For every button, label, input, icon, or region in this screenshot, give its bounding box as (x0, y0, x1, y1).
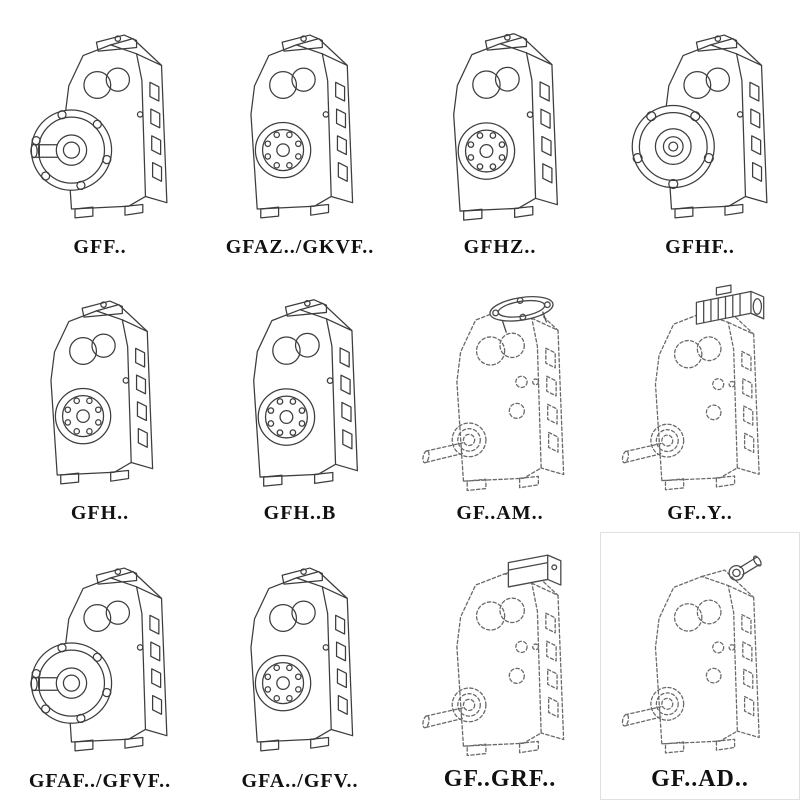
model-label: GFH.. (70, 502, 130, 524)
model-label: GFHZ.. (463, 236, 537, 258)
catalog-cell-gfhz: GFHZ.. (400, 0, 600, 266)
gearbox-dashed-input-shaft-drawing (600, 534, 800, 764)
gearbox-drawing-icon (50, 300, 154, 485)
gearbox-hollow-bore-drawing (200, 2, 400, 234)
catalog-cell-gfh: GFH.. (0, 266, 200, 532)
gearbox-flange-drawing (600, 2, 800, 234)
model-label: GF..GRF.. (443, 765, 557, 792)
catalog-cell-gf-am: GF..AM.. (400, 266, 600, 532)
gearbox-drawing-icon (421, 292, 565, 491)
model-label: GFHF.. (665, 236, 735, 258)
gearbox-drawing-icon (620, 554, 764, 754)
gearbox-flange-shaft-drawing (0, 2, 200, 234)
catalog-cell-gf-ad: GF..AD.. (600, 532, 800, 800)
gearbox-hollow-bore-drawing (0, 268, 200, 500)
gearbox-drawing-icon (250, 34, 354, 219)
gearbox-drawing-icon (253, 299, 359, 487)
model-label: GFH..B (263, 502, 337, 524)
catalog-cell-gfaf-gfvf: GFAF../GFVF.. (0, 532, 200, 800)
model-label: GF..AM.. (456, 502, 544, 524)
gearbox-hollow-bore-drawing (400, 2, 600, 234)
catalog-cell-gfhf: GFHF.. (600, 0, 800, 266)
model-label: GF..AD.. (651, 765, 749, 792)
catalog-cell-gfh-b: GFH..B (200, 266, 400, 532)
catalog-cell-gf-grf: GF..GRF.. (400, 532, 600, 800)
gearbox-drawing-icon (453, 33, 559, 221)
gearbox-drawing-icon (30, 567, 168, 752)
gearbox-dashed-input-block-drawing (400, 534, 600, 764)
model-label: GFAZ../GKVF.. (225, 236, 375, 258)
model-label: GFF.. (73, 236, 127, 258)
model-label: GFA../GFV.. (241, 770, 359, 792)
gearbox-drawing-icon (421, 554, 565, 756)
model-label: GF..Y.. (667, 502, 733, 524)
gearbox-hollow-bore-drawing (200, 268, 400, 500)
catalog-cell-gfa-gfv: GFA../GFV.. (200, 532, 400, 800)
gearbox-drawing-icon (631, 34, 768, 219)
gearbox-drawing-icon (250, 567, 354, 752)
catalog-cell-gfaz-gkvf: GFAZ../GKVF.. (200, 0, 400, 266)
catalog-cell-gf-y: GF..Y.. (600, 266, 800, 532)
catalog-cell-gff: GFF.. (0, 0, 200, 266)
gearbox-hollow-bore-drawing (200, 534, 400, 768)
gearbox-dashed-motor-drawing (600, 268, 800, 500)
gearbox-dashed-top-flange-drawing (400, 268, 600, 500)
gearbox-drawing-icon (30, 34, 168, 219)
gearbox-drawing-icon (620, 284, 765, 491)
model-label: GFAF../GFVF.. (28, 770, 172, 792)
gearbox-flange-shaft-drawing (0, 534, 200, 768)
